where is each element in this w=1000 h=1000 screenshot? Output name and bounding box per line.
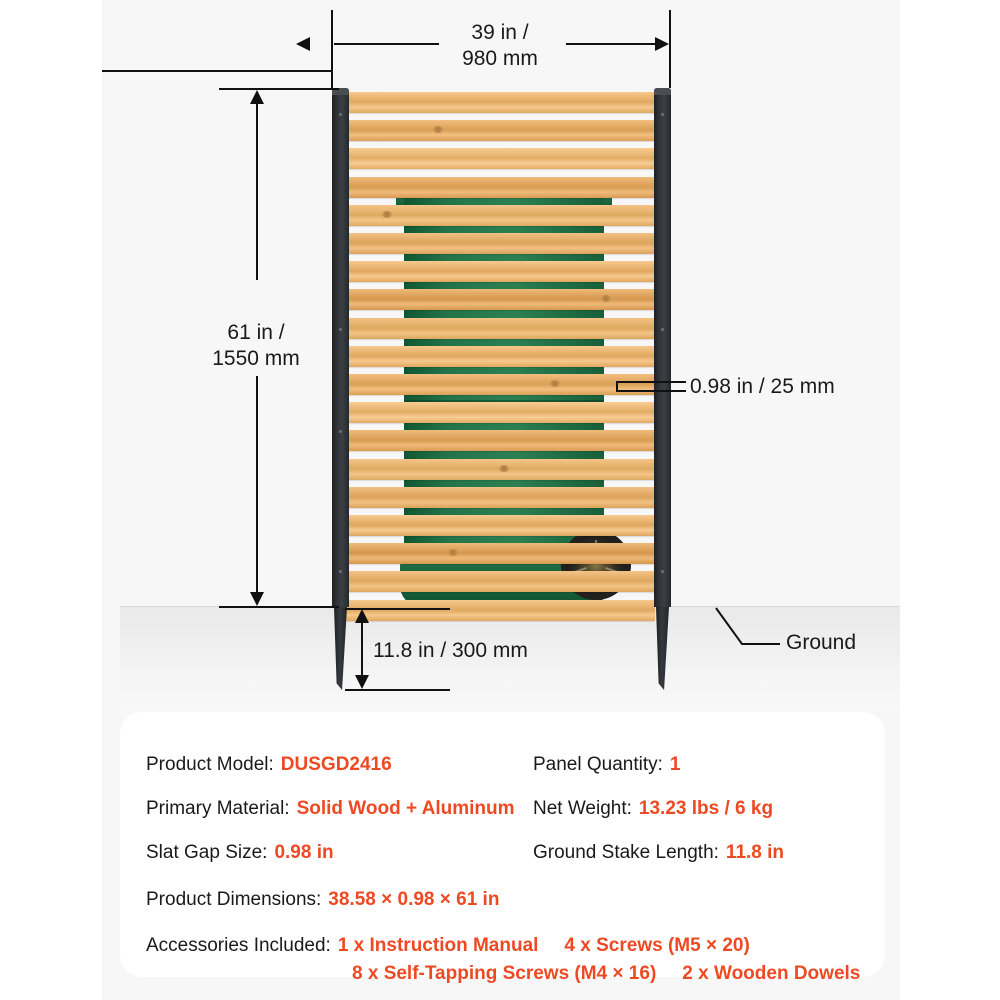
- spec-value: Solid Wood + Aluminum: [296, 798, 515, 819]
- wood-slat: [345, 515, 655, 536]
- spec-row-panel-quantity: Panel Quantity: 1: [533, 754, 681, 776]
- wood-knot: [550, 380, 560, 387]
- spec-card: Product Model: DUSGD2416 Panel Quantity:…: [120, 712, 885, 984]
- wood-slat: [345, 176, 655, 198]
- stake-length-label: 11.8 in / 300 mm: [373, 639, 528, 662]
- spec-row-net-weight: Net Weight: 13.23 lbs / 6 kg: [533, 798, 773, 820]
- post-screw: [339, 570, 342, 573]
- spec-value: 0.98 in: [274, 842, 334, 863]
- right-post: [654, 88, 671, 607]
- wood-knot: [433, 126, 443, 134]
- spec-label: Ground Stake Length:: [533, 842, 719, 863]
- stake-arrow-down: [355, 675, 369, 689]
- product-illustration: [332, 88, 671, 690]
- height-dimension-label: 61 in / 1550 mm: [212, 321, 300, 371]
- height-arrow-up: [250, 90, 264, 104]
- wood-slat: [345, 92, 655, 113]
- accessory-self-tapping-screws: 8 x Self-Tapping Screws (M4 × 16): [352, 963, 657, 984]
- spec-row-primary-material: Primary Material: Solid Wood + Aluminum: [146, 798, 515, 820]
- wood-slat: [345, 543, 655, 565]
- slat-gap-tick: [616, 381, 618, 392]
- width-ext-right: [669, 10, 671, 88]
- spec-value: 13.23 lbs / 6 kg: [638, 798, 774, 819]
- width-dimension-label: 39 in / 980 mm: [462, 21, 538, 71]
- slat-gap-line-bottom: [616, 390, 686, 392]
- wood-slat: [345, 486, 655, 508]
- wood-slat: [345, 374, 655, 395]
- post-screw: [339, 328, 342, 331]
- stake-line: [361, 617, 363, 681]
- spec-row-accessories-line1: Accessories Included: 1 x Instruction Ma…: [146, 935, 750, 957]
- spec-label: Primary Material:: [146, 798, 290, 819]
- stake-ext-bottom: [345, 689, 450, 691]
- spec-row-slat-gap-size: Slat Gap Size: 0.98 in: [146, 842, 334, 864]
- wood-knot: [499, 464, 509, 472]
- spec-value: 38.58 × 0.98 × 61 in: [328, 889, 500, 910]
- width-ext-left: [331, 10, 333, 88]
- left-ground-stake: [334, 607, 347, 690]
- accessory-wooden-dowels: 2 x Wooden Dowels: [682, 963, 861, 984]
- spec-label: Slat Gap Size:: [146, 842, 268, 863]
- stake-ext-top: [345, 608, 450, 610]
- ground-leader-line: [715, 607, 780, 645]
- width-arrow-left: [296, 37, 310, 51]
- spec-value: 11.8 in: [725, 842, 785, 863]
- width-ext-shoulder: [102, 70, 332, 72]
- wood-slat: [345, 402, 655, 424]
- height-ext-top: [219, 88, 339, 90]
- wood-slat: [345, 204, 655, 226]
- post-screw: [661, 570, 664, 573]
- left-post-cap: [332, 88, 349, 95]
- wood-slat: [345, 317, 655, 339]
- ground-surface: [120, 607, 900, 712]
- height-line-top: [256, 97, 258, 280]
- post-screw: [661, 328, 664, 331]
- wood-knot: [382, 210, 392, 218]
- accessory-screws-m5: 4 x Screws (M5 × 20): [564, 935, 750, 956]
- width-line-right: [566, 43, 658, 45]
- spec-label: Product Model:: [146, 754, 274, 775]
- wood-slat: [345, 599, 655, 621]
- height-ext-bottom: [219, 606, 339, 608]
- slat-gap-label: 0.98 in / 25 mm: [690, 375, 835, 398]
- spec-label: Product Dimensions:: [146, 889, 322, 910]
- spec-value: 1: [669, 754, 681, 775]
- spec-label-accessories: Accessories Included:: [146, 935, 331, 956]
- wood-knot: [448, 549, 458, 557]
- wood-slat: [345, 233, 655, 254]
- right-post-cap: [654, 88, 671, 95]
- ground-label: Ground: [786, 631, 857, 654]
- height-line-bottom: [256, 376, 258, 598]
- spec-row-ground-stake-length: Ground Stake Length: 11.8 in: [533, 842, 784, 864]
- wood-slat: [345, 430, 655, 452]
- post-screw: [339, 113, 342, 116]
- spec-row-product-model: Product Model: DUSGD2416: [146, 754, 392, 776]
- spec-value: DUSGD2416: [280, 754, 392, 775]
- left-post: [332, 88, 349, 607]
- accessory-instruction-manual: 1 x Instruction Manual: [337, 935, 539, 956]
- post-screw: [339, 430, 342, 433]
- wood-slat: [345, 120, 655, 142]
- spec-row-accessories-line2: 8 x Self-Tapping Screws (M4 × 16) 2 x Wo…: [352, 963, 860, 985]
- wood-slat: [345, 345, 655, 367]
- spec-label: Panel Quantity:: [533, 754, 663, 775]
- slat-gap-line-top: [616, 381, 686, 383]
- height-arrow-down: [250, 592, 264, 606]
- wood-slat: [345, 261, 655, 283]
- wood-slat: [345, 571, 655, 593]
- spec-row-product-dimensions: Product Dimensions: 38.58 × 0.98 × 61 in: [146, 889, 499, 911]
- wood-slat: [345, 148, 655, 170]
- stake-arrow-up: [355, 609, 369, 623]
- post-screw: [661, 113, 664, 116]
- width-arrow-right: [655, 37, 669, 51]
- width-line-left: [334, 43, 439, 45]
- spec-label: Net Weight:: [533, 798, 632, 819]
- wood-knot: [601, 295, 611, 303]
- wood-slat: [345, 289, 655, 311]
